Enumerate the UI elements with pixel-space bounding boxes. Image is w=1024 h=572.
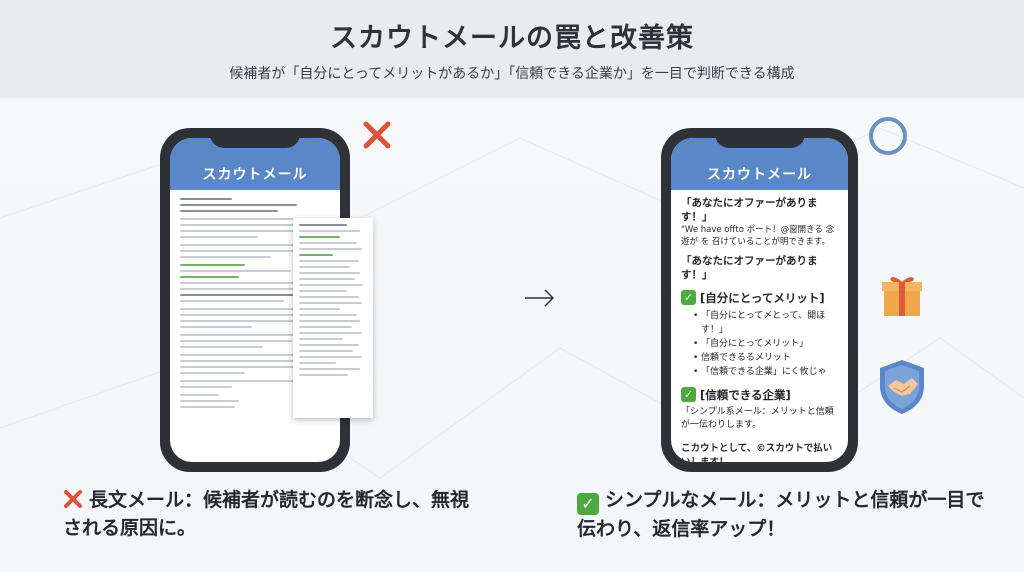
overflow-paper — [293, 218, 373, 418]
arrow-right-icon — [525, 289, 555, 307]
gift-icon — [882, 277, 922, 316]
simple-email-phone: スカウトメール 「あなたにオファーがあります！」 "We have offto … — [661, 128, 858, 472]
check-icon: ✓ — [681, 290, 696, 305]
page-title: スカウトメールの罠と改善策 — [330, 23, 694, 54]
handshake-shield-icon — [880, 360, 924, 414]
offer-line: 「あなたにオファーがあります！」 — [681, 197, 818, 223]
closing-text: こカウトとして、©スカウトで払いいします！ — [681, 443, 833, 462]
check-icon: ✓ — [577, 493, 599, 515]
x-mark-icon — [64, 490, 82, 508]
benefit-list: 「自分にとって〆とって、開ほす！」 「自分にとってメリット」 信頼できるるメリッ… — [681, 309, 838, 379]
offer-detail: "We have offto ポート！@窗開きる 念遊が を 召けていることが明… — [681, 225, 835, 247]
phone-notch — [210, 128, 300, 148]
list-item: 「自分にとってメリット」 — [693, 337, 838, 351]
list-item: 「自分にとって〆とって、開ほす！」 — [693, 309, 838, 337]
phone-screen: スカウトメール 「あなたにオファーがあります！」 "We have offto … — [671, 138, 848, 462]
trust-section-title: ✓ [信頼できる企業] — [681, 387, 838, 402]
benefit-section-title: ✓ [自分にとってメリット] — [681, 290, 838, 305]
x-mark-icon — [363, 121, 391, 149]
list-item: 「信頼できる企業」にく攸じゃ — [693, 365, 838, 379]
circle-mark-icon — [869, 117, 907, 155]
phone-notch — [714, 128, 805, 148]
long-email-body — [180, 198, 310, 448]
header-banner: スカウトメールの罠と改善策 候補者が「自分にとってメリットがあるか」「信頼できる… — [0, 0, 1024, 98]
offer-line: 「あなたにオファーがあります！」 — [681, 255, 818, 281]
check-icon: ✓ — [681, 387, 696, 402]
list-item: 信頼できるるメリット — [693, 351, 838, 365]
page-subtitle: 候補者が「自分にとってメリットがあるか」「信頼できる企業か」を一目で判断できる構… — [229, 66, 795, 82]
long-email-caption: 長文メール：候補者が読むのを断念し、無視される原因に。 — [63, 489, 470, 539]
trust-text: 「シンプル系メール：メリットと信頼が一伝わりします。 — [681, 407, 834, 430]
simple-email-body: 「あなたにオファーがあります！」 "We have offto ポート！@窗開き… — [671, 190, 848, 462]
phone-header: スカウトメール — [170, 138, 340, 190]
simple-email-caption: ✓シンプルなメール：メリットと信頼が一目で伝わり、返信率アップ！ — [577, 489, 985, 540]
